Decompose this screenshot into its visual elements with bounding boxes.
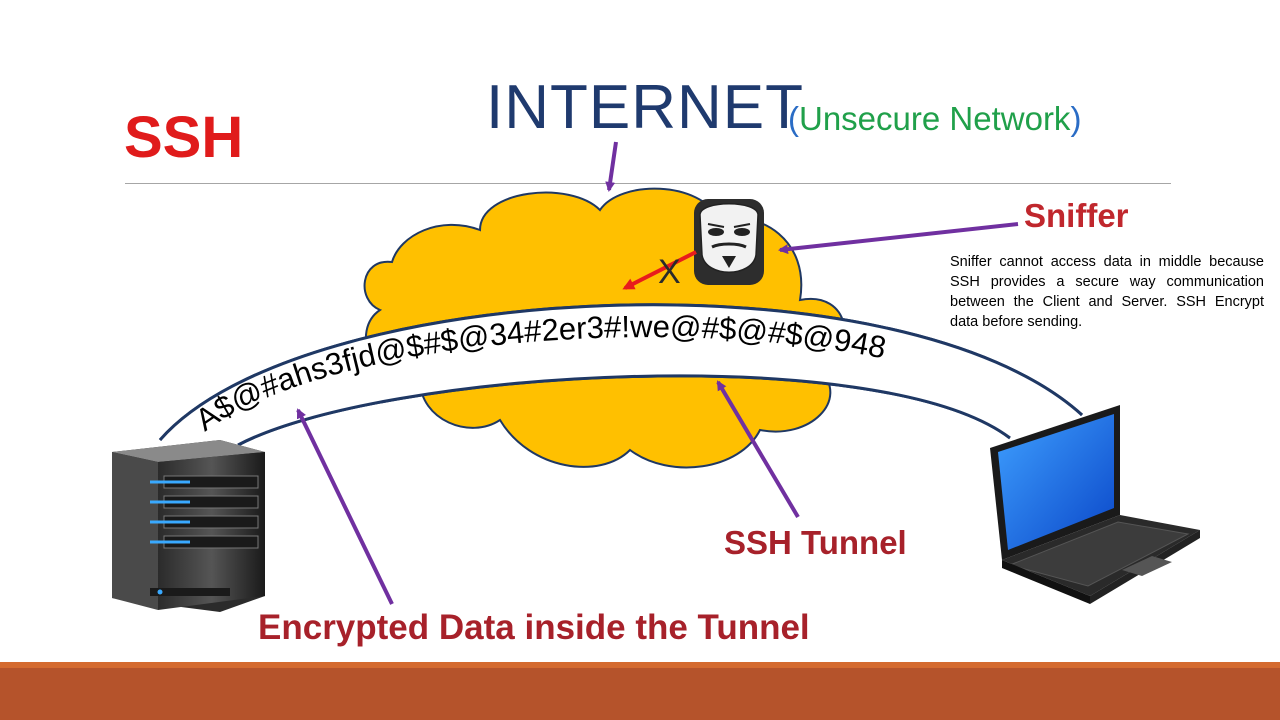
blocked-x-mark: X bbox=[658, 253, 681, 291]
sniffer-description: Sniffer cannot access data in middle bec… bbox=[950, 254, 1264, 330]
footer-accent-line bbox=[0, 662, 1280, 668]
server-icon bbox=[112, 440, 265, 612]
tunnel-pointer-arrow bbox=[716, 380, 800, 519]
encrypted-data-label: Encrypted Data inside the Tunnel bbox=[258, 608, 810, 647]
internet-subtitle-group: (Unsecure Network) bbox=[788, 100, 1081, 138]
footer-bar bbox=[0, 662, 1280, 720]
tunnel-band bbox=[160, 304, 1082, 445]
laptop-icon bbox=[990, 405, 1200, 604]
hacker-mask-icon bbox=[694, 199, 764, 285]
sniffer-title: Sniffer bbox=[1024, 197, 1129, 234]
internet-title: INTERNET bbox=[486, 73, 804, 142]
paren-close: ) bbox=[1070, 100, 1082, 137]
ssh-tunnel-label: SSH Tunnel bbox=[724, 524, 907, 561]
encrypted-pointer-arrow bbox=[296, 408, 394, 605]
internet-pointer-arrow bbox=[605, 141, 618, 192]
slide-title: SSH bbox=[124, 105, 244, 170]
title-divider bbox=[125, 183, 1171, 184]
blocked-arrow bbox=[622, 250, 697, 290]
paren-open: ( bbox=[788, 100, 799, 137]
network-diagram: A$@#ahs3fjd@$#$@34#2er3#!we@#$@#$@948 X bbox=[112, 141, 1200, 612]
sniffer-pointer-arrow bbox=[778, 222, 1019, 255]
internet-subtitle: Unsecure Network bbox=[799, 100, 1071, 137]
